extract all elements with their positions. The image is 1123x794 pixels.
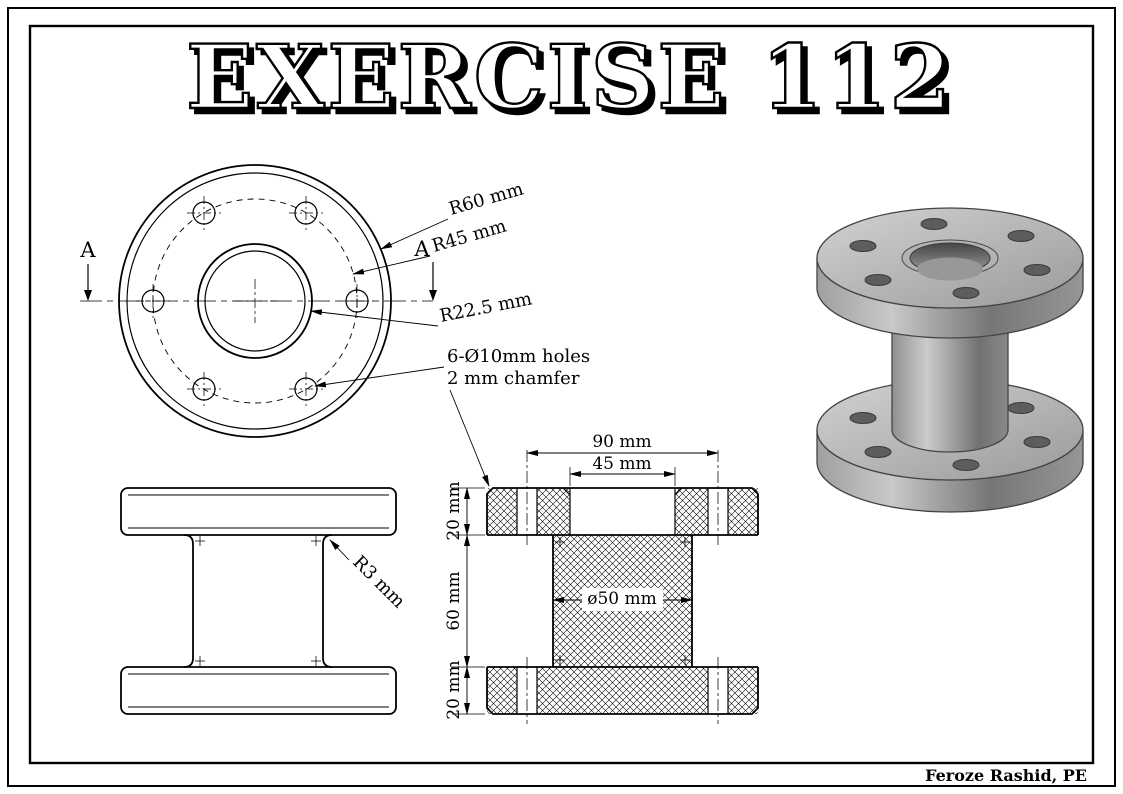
dim-50-label: ø50 mm bbox=[587, 589, 657, 609]
dim-r60-label: R60 mm bbox=[447, 179, 526, 220]
side-top-flange bbox=[120, 487, 397, 536]
author-credit: Feroze Rashid, PE bbox=[925, 766, 1087, 785]
section-plus-marks bbox=[555, 537, 690, 665]
dim-r3-label: R3 mm bbox=[348, 552, 409, 613]
center-mark bbox=[233, 279, 277, 323]
sheet-title: EXERCISE 112 EXERCISE 112 bbox=[185, 24, 959, 135]
bore-circle bbox=[197, 243, 313, 359]
front-view: A A bbox=[79, 164, 590, 487]
title-shadow-text: EXERCISE 112 bbox=[191, 30, 959, 134]
section-bore-opening bbox=[570, 488, 675, 535]
bolt-holes bbox=[136, 196, 374, 406]
isometric-view bbox=[816, 207, 1084, 513]
section-arrow-right bbox=[429, 290, 437, 301]
flange-outer-circle bbox=[118, 164, 392, 438]
bore-chamfer-circle bbox=[204, 250, 306, 352]
front-view-annotations: R60 mm R45 mm R22.5 mm 6-Ø10mm holes 2 m… bbox=[310, 179, 590, 487]
sheet-border bbox=[7, 7, 1116, 787]
dim-r22-5-label: R22.5 mm bbox=[438, 288, 534, 326]
section-outline bbox=[486, 487, 759, 715]
section-bolt-centerlines bbox=[526, 450, 719, 724]
section-dimensions: 90 mm 45 mm 20 mm 60 mm 20 mm ø50 mm bbox=[444, 432, 719, 720]
dim-45-label: 45 mm bbox=[592, 454, 651, 474]
side-plus-marks bbox=[195, 536, 321, 666]
note-chamfer-label: 2 mm chamfer bbox=[447, 368, 580, 389]
dim-90-label: 90 mm bbox=[592, 432, 651, 452]
flange-chamfer-circle bbox=[126, 172, 384, 430]
section-label-left: A bbox=[79, 238, 96, 262]
iso-top-holes bbox=[849, 218, 1051, 299]
title-text: EXERCISE 112 bbox=[186, 25, 954, 129]
iso-bore bbox=[901, 239, 999, 281]
side-bottom-flange bbox=[120, 666, 397, 715]
section-view: 90 mm 45 mm 20 mm 60 mm 20 mm ø50 mm bbox=[444, 432, 759, 724]
note-holes-label: 6-Ø10mm holes bbox=[447, 346, 590, 367]
dim-60-label: 60 mm bbox=[444, 571, 464, 630]
dim-20-top-label: 20 mm bbox=[444, 481, 464, 540]
section-label-right: A bbox=[413, 237, 430, 261]
section-arrow-left bbox=[84, 290, 92, 301]
side-hub bbox=[183, 534, 333, 668]
side-view: R3 mm bbox=[120, 487, 409, 715]
dim-20-bottom-label: 20 mm bbox=[444, 660, 464, 719]
